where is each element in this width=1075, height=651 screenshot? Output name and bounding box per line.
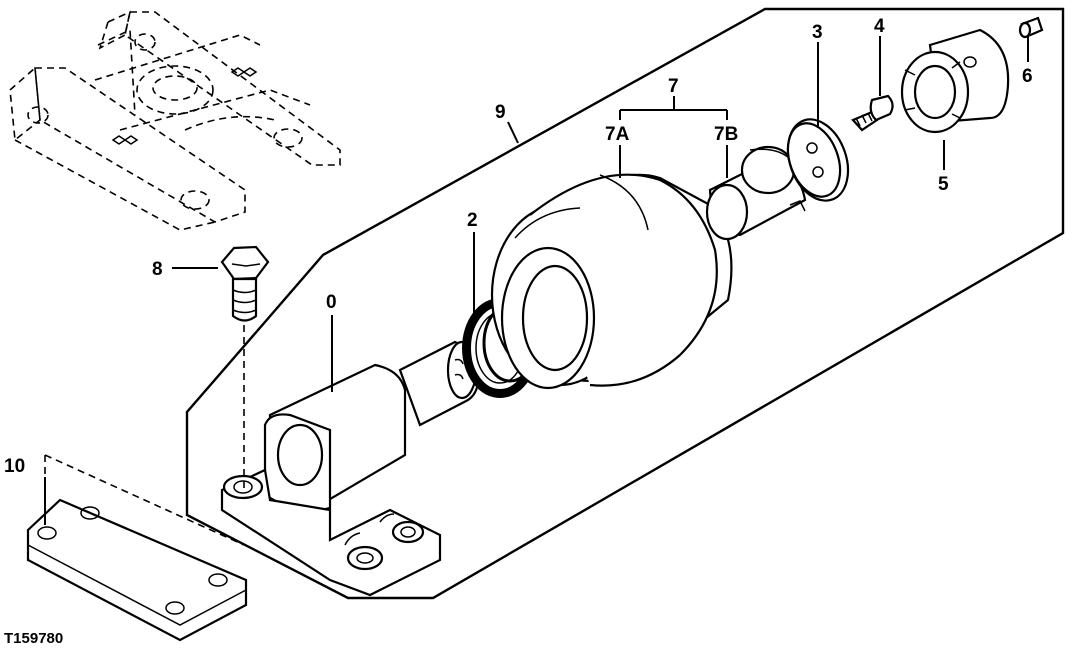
callout-9: 9: [495, 102, 506, 123]
kit-boundary-outline: [185, 7, 1065, 600]
track-frame-reference: [9, 10, 341, 231]
callout-7a: 7A: [605, 124, 630, 145]
small-plug: [1018, 16, 1044, 39]
callout-7: 7: [668, 76, 679, 97]
bushing-7b: [705, 145, 807, 241]
cap-screw: [220, 245, 270, 490]
callout-4: 4: [874, 16, 885, 37]
callout-5: 5: [938, 174, 949, 195]
callout-6: 6: [1022, 66, 1033, 87]
figure-id: T159780: [4, 630, 63, 647]
callout-3: 3: [812, 22, 823, 43]
roller-7a: [490, 173, 733, 390]
callout-10: 10: [4, 456, 25, 477]
end-cap: [900, 28, 1010, 134]
callout-7b: 7B: [714, 124, 738, 145]
plug-fitting: [851, 94, 894, 132]
roller-bracket-shaft: [220, 340, 480, 597]
callout-0: 0: [326, 292, 337, 313]
callout-2: 2: [467, 210, 478, 231]
callout-8: 8: [152, 259, 163, 280]
leader-lines: [44, 36, 1029, 525]
mounting-plate: [26, 454, 248, 642]
thrust-washer: [786, 118, 850, 202]
